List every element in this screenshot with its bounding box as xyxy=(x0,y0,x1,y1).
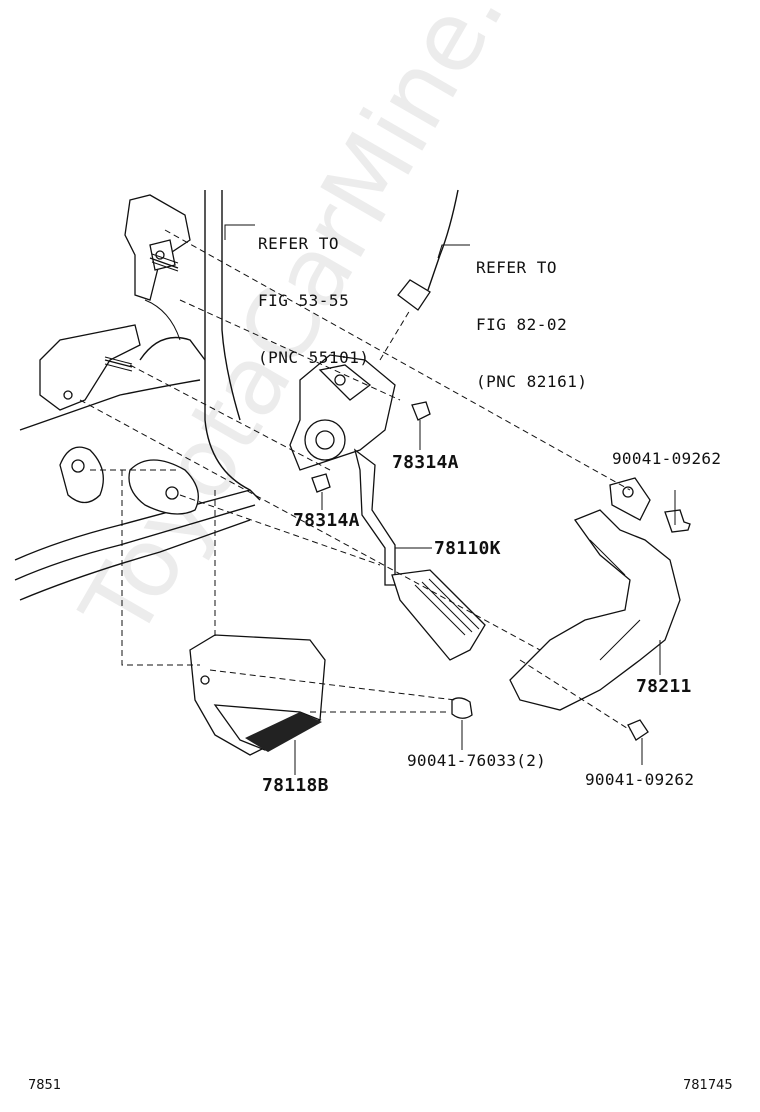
part-label-nut-upper: 78314A xyxy=(392,452,459,473)
reference-line: FIG 82-02 xyxy=(476,315,568,334)
body-panel-outline xyxy=(14,190,261,601)
alignment-lines xyxy=(79,229,631,731)
cable-grommet xyxy=(397,279,431,311)
left-mount-bracket xyxy=(39,324,141,411)
accelerator-pedal xyxy=(289,354,486,661)
part-label-pedal: 78110K xyxy=(434,538,501,559)
reference-line: FIG 53-55 xyxy=(258,291,350,310)
reference-note-body: REFER TO FIG 53-55 (PNC 55101) xyxy=(258,196,369,405)
reference-line: REFER TO xyxy=(476,258,558,277)
hardware xyxy=(311,401,691,741)
throttle-cable xyxy=(427,189,459,291)
part-label-clip: 90041-76033(2) xyxy=(407,751,547,770)
part-label-cover: 78211 xyxy=(636,676,692,697)
part-label-bolt-lower: 90041-09262 xyxy=(585,770,695,789)
reference-line: REFER TO xyxy=(258,234,340,253)
upper-bracket xyxy=(124,194,191,301)
leader-lines xyxy=(224,224,676,775)
part-label-bracket: 78118B xyxy=(262,775,329,796)
part-label-bolt-upper: 90041-09262 xyxy=(612,449,722,468)
pedal-cover xyxy=(509,477,681,711)
reference-line: (PNC 55101) xyxy=(258,348,370,367)
floor-grommets xyxy=(59,446,199,515)
figure-code-left: 7851 xyxy=(28,1078,62,1093)
bracket-cover xyxy=(189,634,326,756)
reference-line: (PNC 82161) xyxy=(476,372,588,391)
figure-code-right: 781745 xyxy=(683,1078,733,1093)
part-label-nut-lower: 78314A xyxy=(293,510,360,531)
reference-note-cable: REFER TO FIG 82-02 (PNC 82161) xyxy=(476,220,587,429)
